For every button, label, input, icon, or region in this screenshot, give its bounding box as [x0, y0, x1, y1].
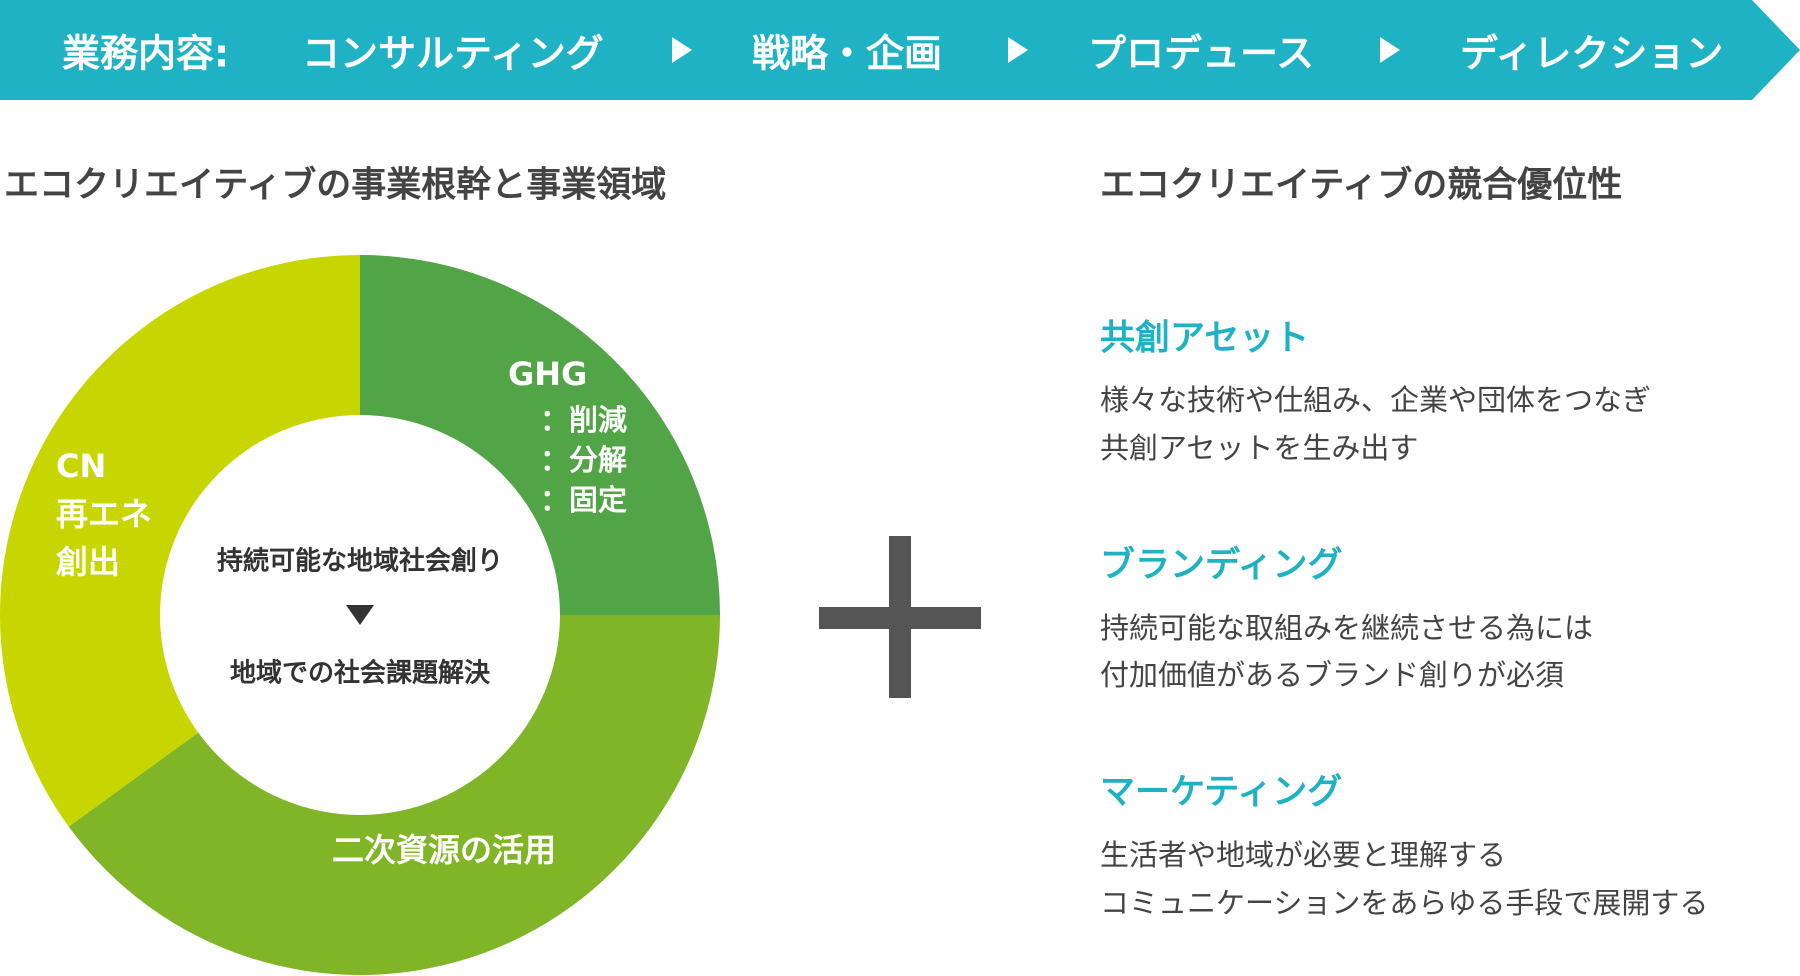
services-banner [0, 0, 1800, 100]
advantage-desc-cocreation-1: 様々な技術や仕組み、企業や団体をつなぎ [1100, 383, 1652, 417]
segment-label-cn-title: CN [56, 447, 107, 485]
segment-label-ghg-title: GHG [508, 355, 588, 393]
arrow-right-icon [672, 37, 692, 63]
business-domain-ring [0, 255, 720, 976]
banner-arrow-shape [0, 0, 1800, 100]
advantage-title-cocreation-asset: 共創アセット [1100, 318, 1310, 359]
plus-icon-vertical [889, 536, 911, 698]
banner-step-direction: ディレクション [1460, 31, 1724, 76]
advantage-desc-branding-1: 持続可能な取組みを継続させる為には [1100, 611, 1594, 645]
segment-label-ghg-decompose: ：分解 [540, 443, 628, 477]
banner-label: 業務内容: [62, 31, 230, 76]
segment-label-ghg-reduce: ：削減 [540, 403, 628, 437]
banner-step-consulting: コンサルティング [302, 31, 604, 76]
advantage-desc-branding-2: 付加価値があるブランド創りが必須 [1100, 658, 1565, 692]
segment-label-secondary-resources: 二次資源の活用 [332, 831, 557, 869]
segment-label-cn-create: 創出 [56, 543, 121, 581]
advantage-title-marketing: マーケティング [1100, 772, 1343, 813]
arrow-right-icon [1380, 37, 1400, 63]
right-section-title: エコクリエイティブの競合優位性 [1100, 165, 1623, 206]
triangle-down-icon [346, 605, 374, 625]
advantage-desc-marketing-2: コミュニケーションをあらゆる手段で展開する [1100, 886, 1709, 920]
center-text-social-issues: 地域での社会課題解決 [229, 658, 491, 689]
segment-label-cn-renewable: 再エネ [56, 495, 153, 533]
center-text-sustainable-community: 持続可能な地域社会創り [216, 546, 504, 577]
left-section-title: エコクリエイティブの事業根幹と事業領域 [4, 165, 667, 206]
segment-label-ghg-fix: ：固定 [540, 483, 628, 517]
advantage-title-branding: ブランディング [1100, 545, 1343, 586]
advantage-desc-marketing-1: 生活者や地域が必要と理解する [1100, 838, 1507, 872]
banner-step-strategy: 戦略・企画 [752, 31, 943, 76]
banner-step-produce: プロデュース [1088, 31, 1315, 76]
arrow-right-icon [1008, 37, 1028, 63]
advantage-desc-cocreation-2: 共創アセットを生み出す [1100, 431, 1419, 465]
